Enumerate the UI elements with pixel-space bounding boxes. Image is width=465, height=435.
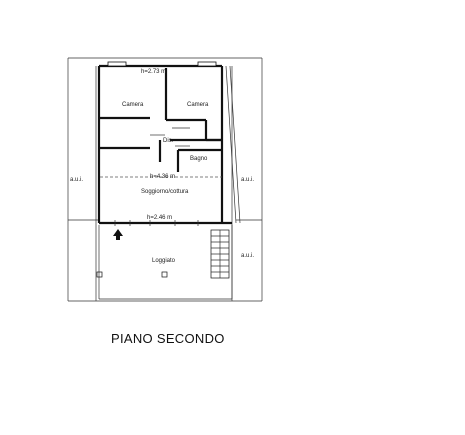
neighbour-label-right-lower: a.u.i. <box>241 253 254 259</box>
site-boundaries <box>67 57 263 302</box>
height-label-bottom: h=2.46 m <box>147 215 172 221</box>
room-label-bagno: Bagno <box>190 156 208 162</box>
height-label-middle: h=4.36 m <box>150 174 175 180</box>
room-label-disimpegno: Dis. <box>163 138 174 144</box>
apartment-walls <box>97 61 241 226</box>
room-label-camera-right: Camera <box>187 102 209 108</box>
neighbour-label-left: a.u.i. <box>70 177 83 183</box>
neighbour-label-right-upper: a.u.i. <box>241 177 254 183</box>
plan-title: PIANO SECONDO <box>111 331 225 346</box>
entrance-arrow-icon <box>113 229 123 240</box>
stair <box>210 229 230 279</box>
loggia-area <box>96 225 233 300</box>
room-label-soggiorno: Soggiorno/cottura <box>141 189 189 195</box>
room-label-loggiato: Loggiato <box>152 258 176 264</box>
height-label-top: h=2.73 m <box>141 69 166 75</box>
room-label-camera-left: Camera <box>122 102 144 108</box>
